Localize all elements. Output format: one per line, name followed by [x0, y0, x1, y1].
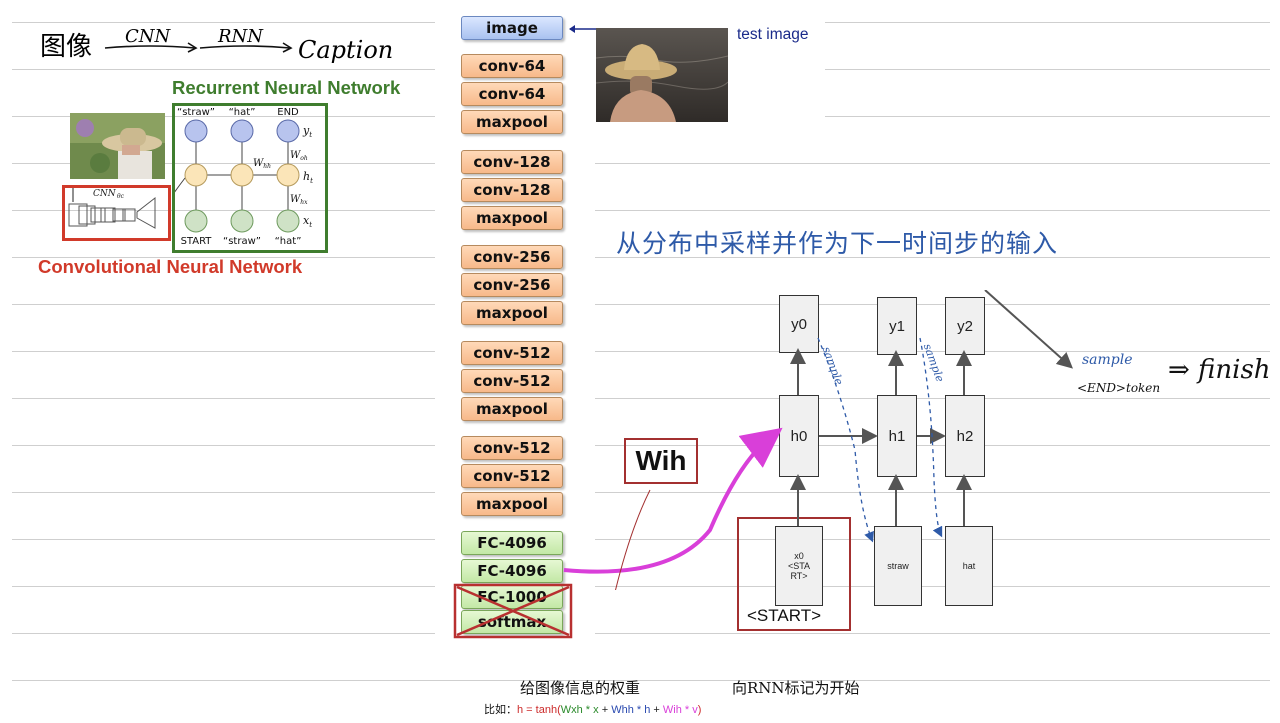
start-note: 向RNN标记为开始	[732, 677, 860, 698]
cnn-layers-icon: CNN θc	[65, 188, 165, 234]
label-h-sub: t	[310, 177, 313, 185]
label-y-sub: t	[309, 131, 312, 139]
layer-conv-64-b: conv-64	[461, 82, 563, 106]
formula-plus-1: +	[599, 704, 612, 716]
svg-text:Whh: Whh	[253, 158, 271, 170]
label-woh-sub: oh	[300, 155, 308, 162]
layer-maxpool-4: maxpool	[461, 397, 563, 421]
header-image-label: 图像	[40, 26, 92, 63]
svg-text:yt: yt	[302, 124, 312, 139]
test-image-arrow	[566, 22, 598, 36]
formula-wxh: Wxh * x	[561, 704, 599, 716]
layer-conv-256-b: conv-256	[461, 273, 563, 297]
top-word-1: “straw”	[177, 107, 215, 118]
layer-maxpool-3: maxpool	[461, 301, 563, 325]
formula-wih: Wih * v	[663, 704, 698, 716]
svg-text:ht: ht	[303, 170, 313, 185]
label-whh-sub: hh	[263, 163, 271, 170]
layer-fc-4096-a: FC-4096	[461, 531, 563, 555]
top-word-2: “hat”	[229, 107, 256, 118]
layer-conv-512-d: conv-512	[461, 464, 563, 488]
svg-text:Whx: Whx	[290, 194, 308, 206]
sample-note-3: sample	[1082, 352, 1133, 368]
bottom-word-2: “straw”	[223, 236, 261, 247]
crossed-out-layers-mark	[452, 582, 574, 640]
label-h: h	[303, 170, 310, 183]
test-image-label: test image	[737, 26, 809, 44]
cnn-theta-label: CNN	[93, 189, 117, 199]
layer-fc-4096-b: FC-4096	[461, 559, 563, 583]
person-photo	[70, 113, 165, 179]
formula-close: )	[698, 704, 702, 716]
layer-conv-256-a: conv-256	[461, 245, 563, 269]
layer-conv-128-b: conv-128	[461, 178, 563, 202]
label-whx-sub: hx	[300, 199, 308, 206]
bottom-word-3: “hat”	[275, 236, 302, 247]
formula-line: 比如：h = tanh(Wxh * x + Whh * h + Wih * v)	[484, 701, 701, 717]
layer-conv-512-c: conv-512	[461, 436, 563, 460]
cnn-title: Convolutional Neural Network	[38, 256, 302, 278]
formula-h: h = tanh(	[517, 704, 561, 716]
header-arrows	[100, 40, 300, 60]
bottom-word-1: START	[181, 236, 213, 247]
sample-title-note: 从分布中采样并作为下一时间步的输入	[616, 224, 1058, 260]
layer-conv-512-a: conv-512	[461, 341, 563, 365]
top-word-3: END	[277, 107, 299, 118]
rnn-unrolled-graph: “straw” “hat” END START “straw” “hat” yt…	[175, 106, 323, 248]
formula-plus-2: +	[650, 704, 663, 716]
svg-text:Woh: Woh	[290, 150, 308, 162]
weight-note: 给图像信息的权重	[520, 677, 640, 698]
formula-prefix: 比如：	[484, 704, 517, 716]
svg-text:xt: xt	[303, 214, 312, 229]
cnn-theta-sub: θc	[117, 193, 125, 200]
header-caption-label: Caption	[298, 36, 393, 64]
test-image-photo	[596, 28, 728, 122]
finish-note: ⇒ finish	[1168, 355, 1271, 385]
formula-whh: Whh * h	[611, 704, 650, 716]
layer-image: image	[461, 16, 563, 40]
layer-maxpool-1: maxpool	[461, 110, 563, 134]
end-token-note: <END>token	[1077, 381, 1160, 395]
label-x-sub: t	[309, 221, 312, 229]
layer-maxpool-5: maxpool	[461, 492, 563, 516]
rnn-arrows	[560, 290, 1280, 590]
start-token-label: <START>	[747, 606, 821, 626]
rnn-title: Recurrent Neural Network	[172, 77, 400, 99]
layer-maxpool-2: maxpool	[461, 206, 563, 230]
layer-conv-512-b: conv-512	[461, 369, 563, 393]
layer-conv-128-a: conv-128	[461, 150, 563, 174]
layer-conv-64-a: conv-64	[461, 54, 563, 78]
